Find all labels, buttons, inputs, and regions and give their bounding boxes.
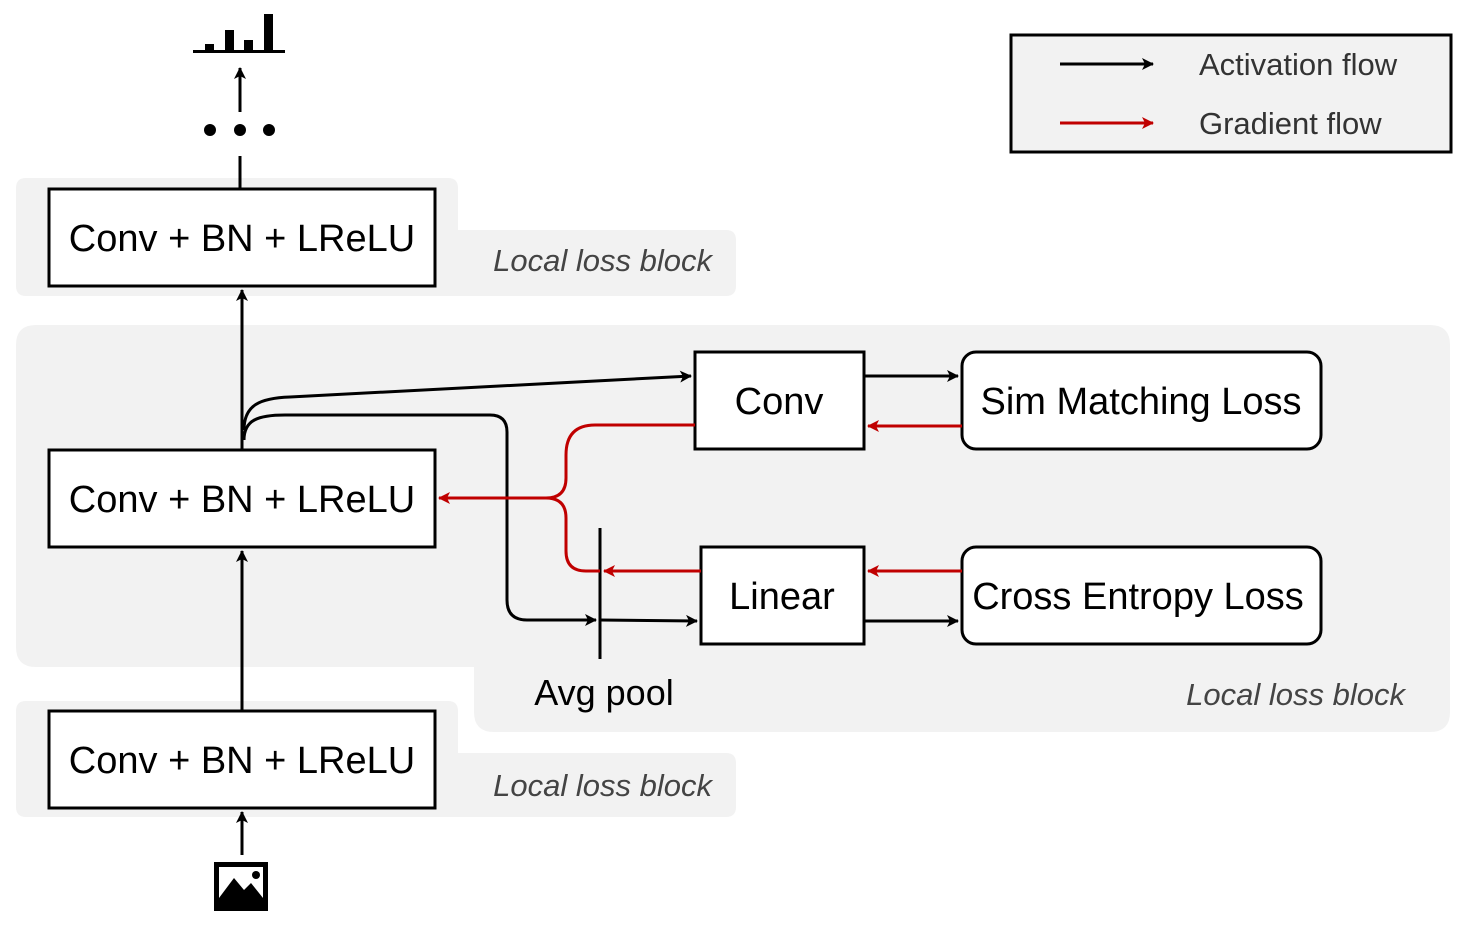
bottom-block-label: Local loss block <box>493 768 713 803</box>
top-layer-label: Conv + BN + LReLU <box>69 218 415 260</box>
linear-box <box>699 545 866 646</box>
top-local-loss-block: Conv + BN + LReLU Local loss block <box>16 178 736 296</box>
linear-label: Linear <box>729 576 835 618</box>
legend-gradient-label: Gradient flow <box>1199 106 1382 141</box>
gradient-avgpool-branch <box>520 496 600 573</box>
middle-block-label: Local loss block <box>1186 677 1406 712</box>
middle-local-loss-block: Conv + BN + LReLU Conv Linear Sim Matchi… <box>16 325 1450 732</box>
middle-layer-label: Conv + BN + LReLU <box>69 479 415 521</box>
arrow-middle-to-conv <box>242 370 692 431</box>
gradient-conv-branch <box>520 423 695 500</box>
conv-box <box>693 350 866 451</box>
bottom-layer-label: Conv + BN + LReLU <box>69 740 415 782</box>
conv-label: Conv <box>735 381 824 423</box>
sim-matching-loss-label: Sim Matching Loss <box>980 381 1301 423</box>
legend-activation-label: Activation flow <box>1199 47 1398 82</box>
legend-box <box>1009 33 1453 154</box>
continuation-dots <box>204 124 275 136</box>
top-block-label: Local loss block <box>493 243 713 278</box>
avg-pool-label: Avg pool <box>534 672 673 713</box>
main-activation-flow <box>234 67 248 855</box>
arrow-avgpool-to-linear <box>599 614 698 627</box>
branch-activation-flow <box>242 370 959 627</box>
sim-matching-loss-box <box>960 350 1323 451</box>
image-icon <box>214 862 268 911</box>
bottom-local-loss-block: Conv + BN + LReLU Local loss block <box>16 701 736 817</box>
legend: Activation flow Gradient flow <box>1009 33 1453 154</box>
cross-entropy-loss-box <box>960 545 1323 646</box>
bar-chart-icon <box>193 14 285 53</box>
bottom-layer-box <box>47 709 437 810</box>
middle-layer-box <box>47 448 437 549</box>
gradient-flow <box>438 420 962 577</box>
arrow-middle-to-avgpool <box>242 413 597 626</box>
top-layer-box <box>47 187 437 288</box>
cross-entropy-loss-label: Cross Entropy Loss <box>972 576 1304 618</box>
